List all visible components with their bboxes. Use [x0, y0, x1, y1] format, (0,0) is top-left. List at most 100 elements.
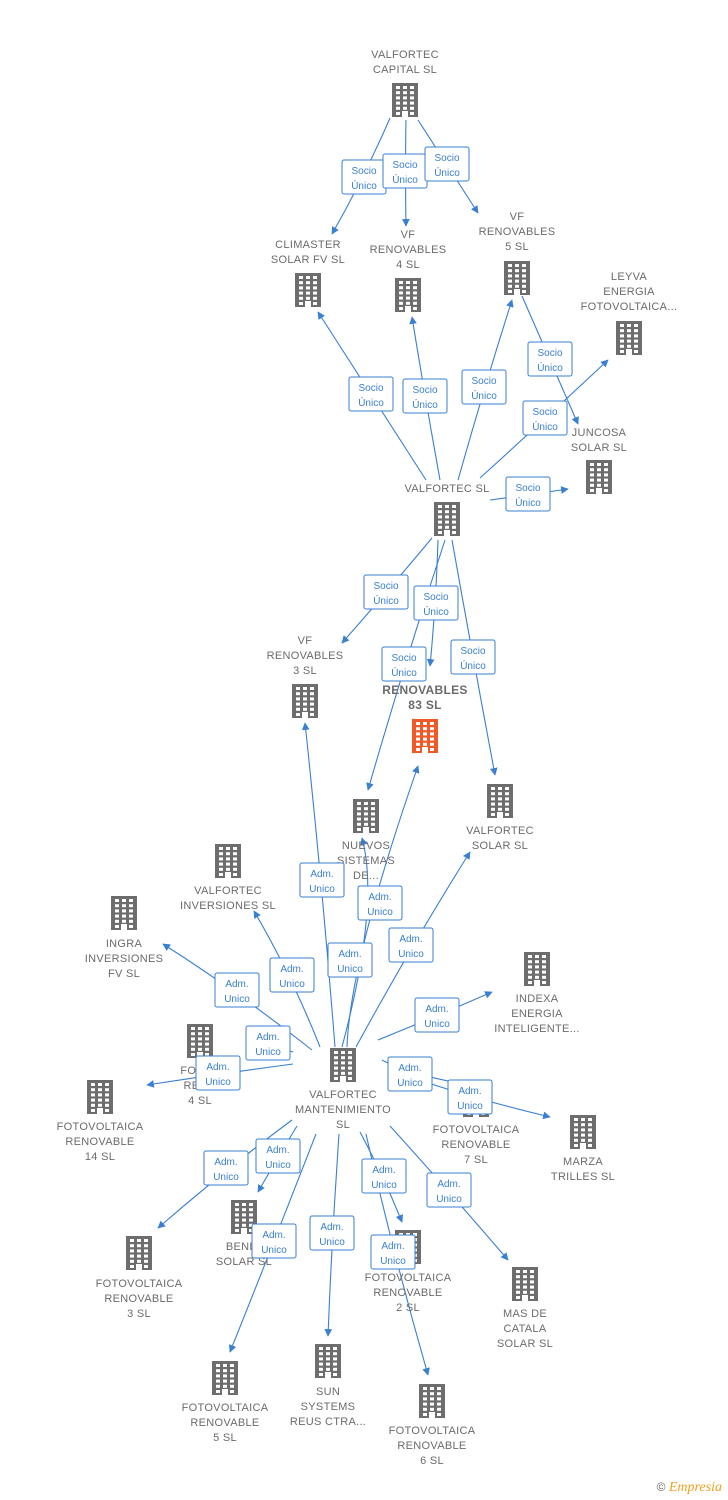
- node-label-line: DE...: [353, 870, 379, 882]
- edge-label-adm[interactable]: Adm.Unico: [269, 957, 315, 993]
- edge-label-text: Único: [412, 398, 438, 411]
- building-icon: [586, 460, 612, 494]
- edge-label-adm[interactable]: Adm.Unico: [357, 885, 403, 921]
- edge-label-adm[interactable]: Adm.Unico: [309, 1215, 355, 1251]
- edge-label-text: Socio: [358, 383, 383, 394]
- node-leyva[interactable]: LEYVAENERGIAFOTOVOLTAICA...: [581, 271, 678, 355]
- edge-label-adm[interactable]: Adm.Unico: [203, 1150, 249, 1186]
- edge-label-adm[interactable]: Adm.Unico: [361, 1158, 407, 1194]
- edge-label-text: Socio: [471, 376, 496, 387]
- node-label-line: 3 SL: [293, 665, 317, 677]
- edge-label-text: Adm.: [206, 1062, 229, 1073]
- edge-label-text: Adm.: [225, 979, 248, 990]
- edge-label-text: Adm.: [368, 892, 391, 903]
- node-label-line: VF: [298, 635, 313, 647]
- node-label-line: SOLAR SL: [571, 442, 627, 454]
- node-label-line: INGRA: [106, 938, 143, 950]
- node-nuevos[interactable]: NUEVOSSISTEMASDE...: [337, 799, 395, 882]
- building-icon: [126, 1236, 152, 1270]
- node-juncosa[interactable]: JUNCOSA SOLAR SL: [571, 427, 627, 494]
- edge-label-text: Adm.: [256, 1032, 279, 1043]
- node-label-line: 7 SL: [464, 1154, 488, 1166]
- edge-label-adm[interactable]: Adm. Unico: [245, 1025, 291, 1061]
- brand-logo-text[interactable]: Empresia: [668, 1480, 722, 1495]
- node-label-line: RENOVABLE: [373, 1287, 442, 1299]
- building-icon: [412, 719, 438, 753]
- edge-label-text: Único: [515, 496, 541, 509]
- edge-label-adm[interactable]: Adm.Unico: [251, 1223, 297, 1259]
- node-label-line: 4 SL: [396, 259, 420, 271]
- edge-label-adm[interactable]: Adm.Unico: [255, 1138, 301, 1174]
- edge-label-adm[interactable]: Adm.Unico: [426, 1172, 472, 1208]
- edge-label-adm[interactable]: Adm.Unico: [370, 1234, 416, 1270]
- edge-label-text: Socio: [434, 153, 459, 164]
- edge-label-text: Único: [537, 361, 563, 374]
- node-label-line: ENERGIA: [603, 286, 655, 298]
- edge-label-text: Único: [373, 594, 399, 607]
- edge-label-text: Adm.: [320, 1222, 343, 1233]
- node-label-line: NUEVOS: [342, 840, 390, 852]
- edge-label-adm[interactable]: Adm.Unico: [414, 997, 460, 1033]
- node-label-line: LEYVA: [611, 271, 648, 283]
- edge-label-adm[interactable]: Adm.Unico: [327, 942, 373, 978]
- node-label-line: 2 SL: [396, 1302, 420, 1314]
- edge-label-adm[interactable]: Adm.Unico: [447, 1079, 493, 1115]
- node-label-line: VALFORTEC: [194, 885, 262, 897]
- node-indexa[interactable]: INDEXAENERGIAINTELIGENTE...: [494, 952, 580, 1035]
- edge-label-adm[interactable]: Adm.Unico: [388, 927, 434, 963]
- node-label-line: JUNCOSA: [572, 427, 627, 439]
- edge-label-text: Único: [391, 666, 417, 679]
- node-label-line: INTELIGENTE...: [494, 1023, 580, 1035]
- edge-label-adm[interactable]: Adm.Unico: [299, 862, 345, 898]
- node-label-line: 3 SL: [127, 1308, 151, 1320]
- edge-label-text: Unico: [255, 1047, 281, 1058]
- edge-label-text: Único: [392, 173, 418, 186]
- node-valfortec[interactable]: VALFORTEC SL: [404, 483, 489, 536]
- node-label-line: VF: [510, 211, 525, 223]
- edge-label-text: Socio: [423, 592, 448, 603]
- edge-label-adm[interactable]: Adm.Unico: [387, 1056, 433, 1092]
- edge-label-text: Adm.: [399, 934, 422, 945]
- edge-label-text: Adm.: [280, 964, 303, 975]
- edge-label-text: Unico: [371, 1180, 397, 1191]
- edge-label-text: Único: [532, 420, 558, 433]
- edge-label-adm[interactable]: Adm.Unico: [214, 972, 260, 1008]
- node-label-line: 5 SL: [213, 1432, 237, 1444]
- node-label-line: TRILLES SL: [551, 1171, 615, 1183]
- edge-label-text: Unico: [205, 1077, 231, 1088]
- edge-label-adm[interactable]: Adm. Unico: [195, 1055, 241, 1091]
- building-icon: [292, 684, 318, 718]
- building-icon: [570, 1115, 596, 1149]
- node-label-line: RENOVABLES: [267, 650, 344, 662]
- node-vf3[interactable]: VF RENOVABLES 3 SL: [267, 635, 344, 718]
